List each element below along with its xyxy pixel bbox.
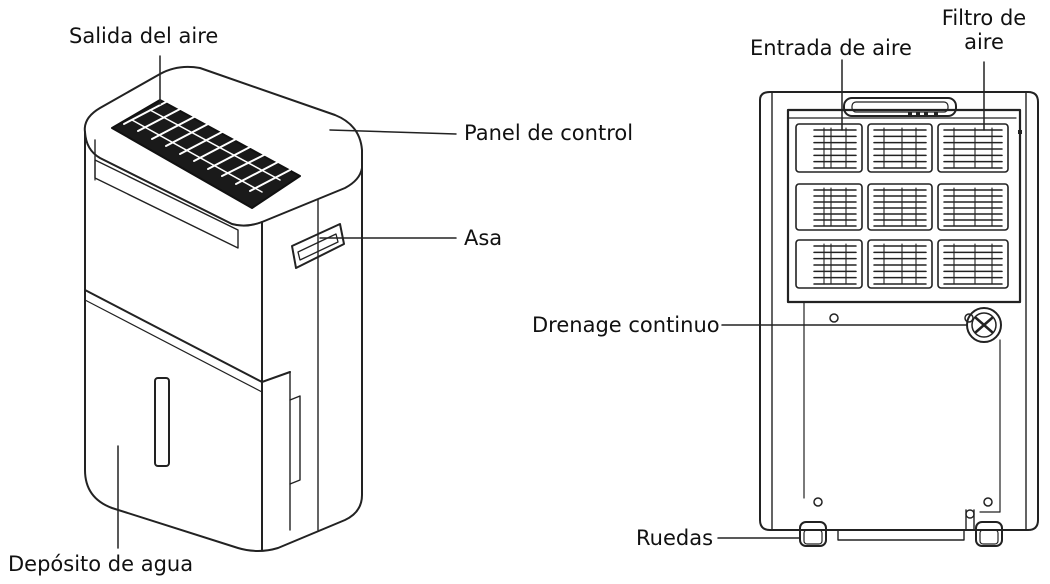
label-handle: Asa — [464, 226, 503, 250]
label-air-filter-line2: aire — [964, 30, 1004, 55]
drain-cap — [966, 307, 1002, 343]
label-air-outlet: Salida del aire — [69, 24, 219, 48]
front-view — [83, 55, 457, 552]
back-handle — [843, 97, 957, 117]
filter-cell — [795, 239, 863, 289]
filter-frame — [786, 108, 1022, 304]
filter-cell — [867, 183, 933, 231]
filter-cell — [795, 183, 863, 231]
front-body-outline — [84, 131, 363, 552]
filter-cell — [867, 239, 933, 289]
filter-cell — [795, 123, 863, 173]
label-air-filter-line1: Filtro de — [941, 6, 1027, 30]
back-body-outline — [759, 91, 1039, 531]
label-water-tank: Depósito de agua — [8, 552, 194, 576]
label-wheels: Ruedas — [636, 526, 714, 550]
wheels — [799, 509, 1003, 547]
label-air-inlet: Entrada de aire — [750, 36, 912, 60]
filter-cell — [937, 239, 1009, 289]
back-view — [717, 59, 1039, 547]
label-air-filter: Filtro de aire — [934, 6, 1034, 54]
label-continuous-drain: Drenage continuo — [532, 313, 720, 337]
label-control-panel: Panel de control — [464, 121, 634, 145]
tank-window — [154, 377, 170, 467]
outlet-grille — [111, 99, 301, 209]
tank-split-line — [84, 289, 291, 383]
filter-grid — [795, 123, 1009, 289]
filter-cell — [867, 123, 933, 173]
leader-control-panel — [329, 129, 457, 135]
filter-cell — [937, 123, 1009, 173]
filter-cell — [937, 183, 1009, 231]
front-handle — [291, 223, 345, 269]
